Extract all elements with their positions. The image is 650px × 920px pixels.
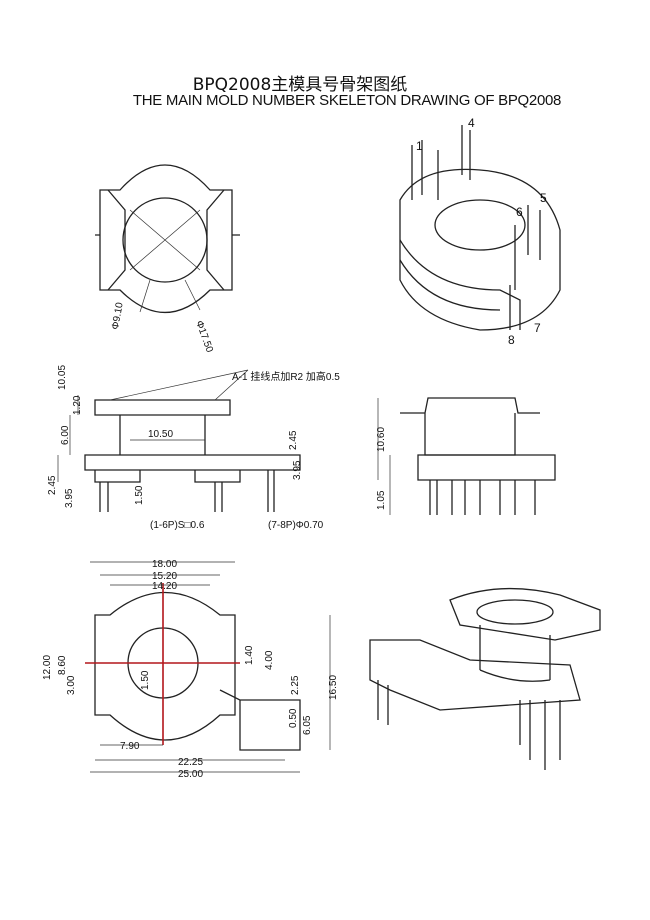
- isometric-view-bottom: [369, 587, 601, 770]
- pin-label-1: 1: [416, 139, 423, 153]
- dim-front-4: 2.45: [288, 430, 299, 450]
- dim-plan-6: 1.50: [140, 670, 151, 690]
- plan-view-drawing: 18.00 15.20 14.20 12.00 8.60 3.00 1.50 1…: [42, 559, 339, 780]
- dim-front-6: 2.45: [47, 475, 58, 495]
- dim-plan-9: 16.50: [328, 675, 339, 700]
- dim-front-9: (1-6P)S□0.6: [150, 520, 205, 531]
- title-chinese: BPQ2008主模具号骨架图纸: [192, 75, 408, 95]
- dim-plan-15: 25.00: [178, 769, 203, 780]
- dim-plan-0: 18.00: [152, 559, 177, 570]
- dim-plan-2: 14.20: [152, 581, 177, 592]
- dim-plan-8: 4.00: [264, 650, 275, 670]
- dim-side-0: 10.60: [376, 427, 387, 452]
- pin-label-8: 8: [508, 333, 515, 347]
- dim-inner-diameter: Φ9.10: [110, 301, 126, 330]
- dim-side-1: 1.05: [376, 490, 387, 510]
- pin-label-5: 5: [540, 191, 547, 205]
- dim-front-2: 6.00: [60, 425, 71, 445]
- dim-plan-4: 8.60: [57, 655, 68, 675]
- dim-front-7: 3.95: [64, 488, 75, 508]
- isometric-view-top: 1 4 5 6 7 8: [399, 116, 561, 347]
- dim-front-5: 3.95: [292, 460, 303, 480]
- title-english: THE MAIN MOLD NUMBER SKELETON DRAWING OF…: [132, 92, 562, 109]
- dim-plan-5: 3.00: [66, 675, 77, 695]
- top-view-drawing: Φ9.10 Φ17.50: [95, 164, 240, 354]
- dim-plan-1: 15.20: [152, 571, 177, 582]
- front-view-note: A-1 挂线点加R2 加高0.5: [232, 370, 340, 383]
- pin-label-4: 4: [468, 116, 475, 130]
- dim-plan-3: 12.00: [42, 655, 53, 680]
- pin-label-7: 7: [534, 321, 541, 335]
- dim-outer-diameter: Φ17.50: [193, 319, 215, 354]
- dim-front-3: 10.50: [148, 429, 173, 440]
- side-view-drawing: 10.60 1.05: [376, 397, 556, 515]
- front-view-drawing: A-1 挂线点加R2 加高0.5 10.05 1.20 6.00 10.50 2…: [47, 365, 340, 531]
- dim-plan-13: 7.90: [120, 741, 140, 752]
- dim-plan-11: 0.50: [288, 708, 299, 728]
- dim-plan-7: 1.40: [244, 645, 255, 665]
- dim-front-1: 1.20: [72, 395, 83, 415]
- dim-front-8: 1.50: [134, 485, 145, 505]
- pin-label-6: 6: [516, 205, 523, 219]
- dim-plan-14: 22.25: [178, 757, 203, 768]
- dim-front-0: 10.05: [57, 365, 68, 390]
- dim-plan-10: 2.25: [290, 675, 301, 695]
- dim-front-10: (7-8P)Φ0.70: [268, 520, 324, 531]
- dim-plan-12: 6.05: [302, 715, 313, 735]
